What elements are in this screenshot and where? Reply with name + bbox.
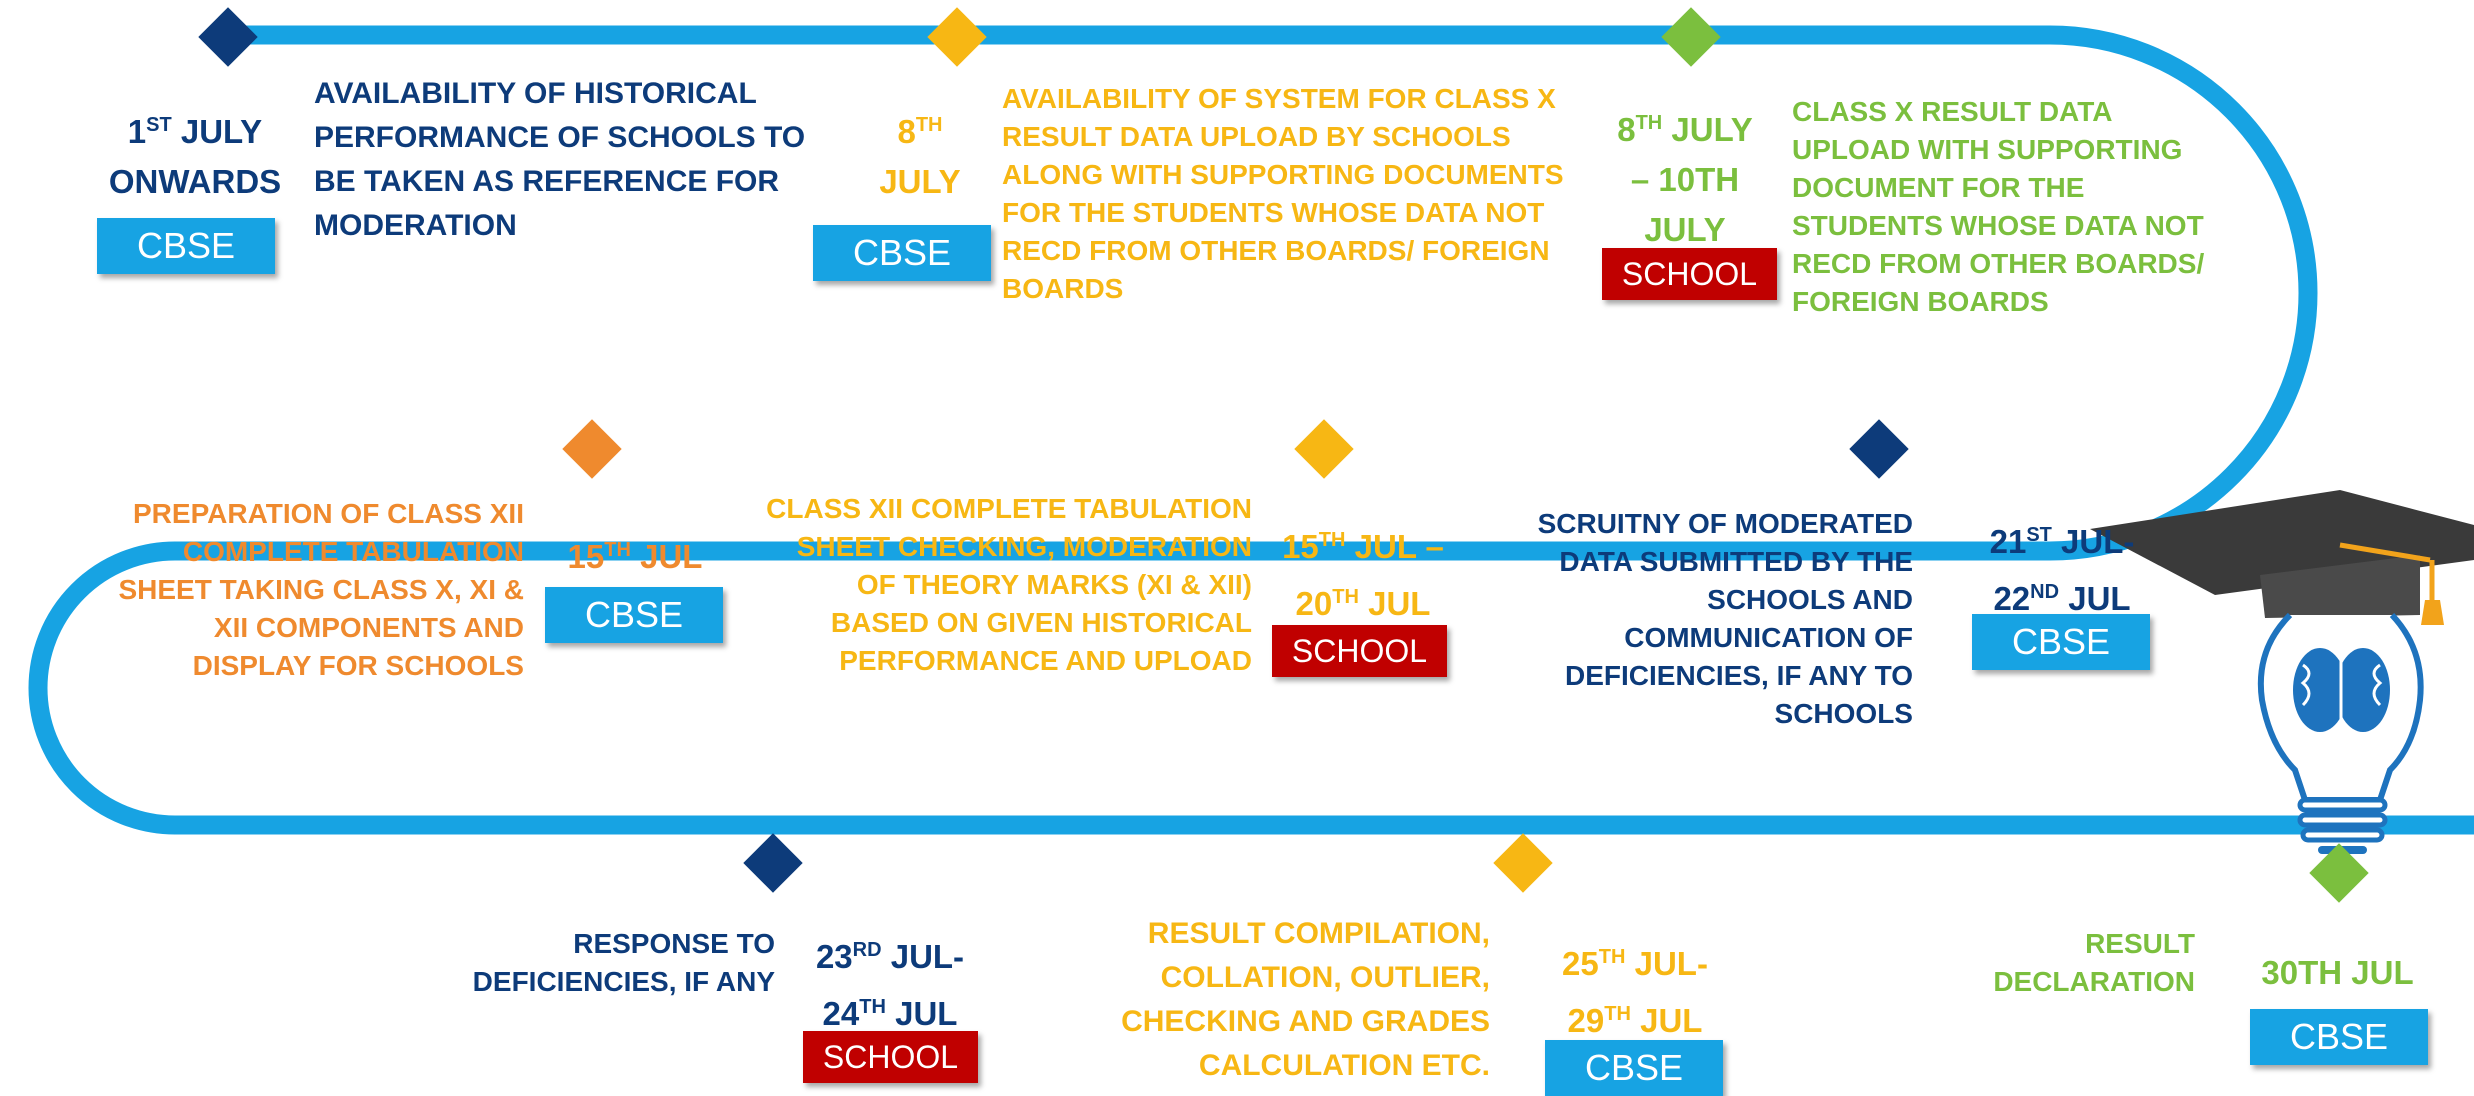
milestone-date: 8TH JULY	[879, 113, 961, 200]
milestone-description: SCRUITNY OF MODERATED DATA SUBMITTED BY …	[1537, 508, 1913, 729]
milestone-date: 30TH JUL	[2261, 954, 2414, 991]
milestone-date: 21ST JUL- 22ND JUL	[1989, 523, 2135, 617]
milestone-description: CLASS X RESULT DATA UPLOAD WITH SUPPORTI…	[1792, 96, 2205, 317]
owner-badge-cbse: CBSE	[1972, 614, 2150, 670]
milestone-date: 23RD JUL- 24TH JUL	[815, 938, 965, 1032]
graduation-cap-lightbulb-brain-icon	[2090, 490, 2474, 854]
milestone-date: 15TH JUL	[567, 538, 703, 575]
owner-badge-cbse: CBSE	[545, 587, 723, 643]
owner-badge-cbse: CBSE	[97, 218, 275, 274]
milestone-description: RESULT COMPILATION, COLLATION, OUTLIER, …	[1121, 917, 1490, 1082]
owner-badge-school: SCHOOL	[1272, 625, 1447, 677]
owner-badge-cbse: CBSE	[813, 225, 991, 281]
milestone-date: 15TH JUL – 20TH JUL	[1282, 528, 1444, 622]
milestone-description: RESPONSE TO DEFICIENCIES, IF ANY	[472, 928, 775, 997]
milestone-description: RESULT DECLARATION	[1993, 928, 2195, 997]
milestone-description: PREPARATION OF CLASS XII COMPLETE TABULA…	[118, 498, 524, 681]
milestone-description: AVAILABILITY OF SYSTEM FOR CLASS X RESUL…	[1002, 83, 1564, 304]
milestone-date: 1ST JULY ONWARDS	[108, 113, 282, 200]
owner-badge-school: SCHOOL	[1602, 248, 1777, 300]
milestone-date: 25TH JUL- 29TH JUL	[1562, 945, 1708, 1039]
owner-badge-cbse: CBSE	[1545, 1040, 1723, 1096]
milestone-date: 8TH JULY – 10TH JULY	[1617, 111, 1753, 248]
owner-badge-cbse: CBSE	[2250, 1009, 2428, 1065]
milestone-description: CLASS XII COMPLETE TABULATION SHEET CHEC…	[766, 493, 1252, 676]
milestone-description: AVAILABILITY OF HISTORICAL PERFORMANCE O…	[314, 77, 806, 242]
owner-badge-school: SCHOOL	[803, 1031, 978, 1083]
